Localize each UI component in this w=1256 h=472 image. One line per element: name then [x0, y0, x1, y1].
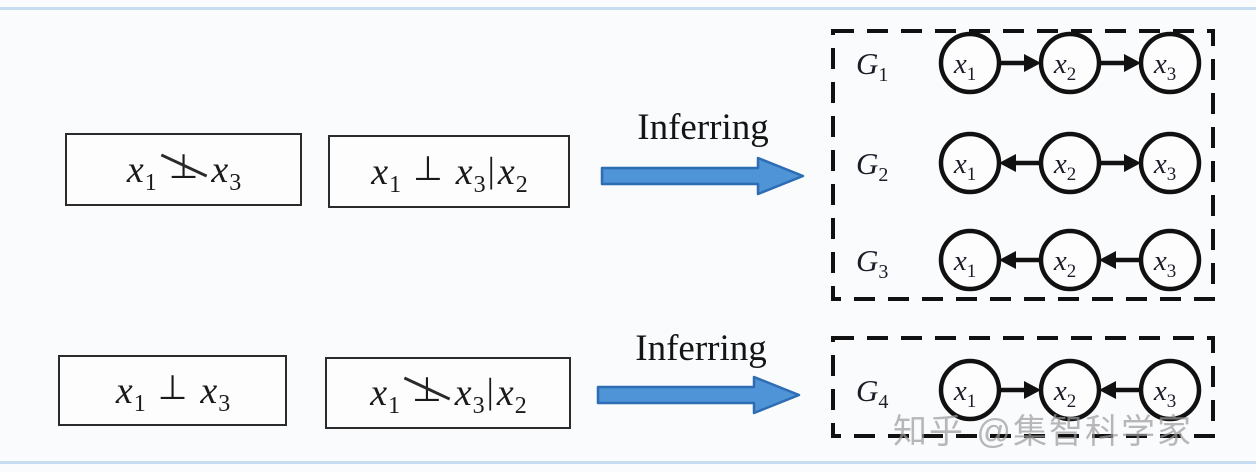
arrowhead-right-icon — [1124, 154, 1141, 172]
var-base: x — [200, 369, 218, 412]
graph-node-subscript: 1 — [967, 391, 977, 412]
independence-symbol: ⊥ — [403, 372, 451, 409]
graph-label-subscript: 1 — [878, 64, 888, 86]
perp-glyph: ⊥ — [157, 369, 188, 407]
var-base: x — [455, 150, 473, 193]
inferring-arrow-icon-bottom — [596, 375, 801, 415]
inferring-label-top: Inferring — [637, 107, 769, 148]
var-subscript: 1 — [389, 171, 402, 198]
graph-label: G4 — [856, 373, 888, 413]
graph-label: G3 — [856, 243, 888, 283]
graph-node-subscript: 3 — [1167, 164, 1177, 185]
graph-node-subscript: 2 — [1067, 164, 1077, 185]
math-var: x3 — [200, 369, 230, 416]
conditioning-bar: | — [487, 149, 495, 190]
var-base: x — [211, 148, 229, 191]
math-var: x3 — [454, 372, 485, 418]
var-base: x — [126, 148, 144, 191]
arrowhead-right-icon — [1124, 54, 1141, 72]
graph-label-subscript: 4 — [878, 391, 888, 413]
inferring-label-bottom: Inferring — [635, 328, 767, 369]
math-var: x1 — [126, 148, 157, 195]
top-accent-line — [0, 7, 1256, 10]
var-subscript: 2 — [514, 393, 527, 419]
math-var: x1 — [370, 372, 400, 418]
math-var: x1 — [371, 150, 401, 197]
independence-box-bottom-middle: x1 ⊥ x3 | x2 — [325, 357, 571, 429]
watermark: 知乎 @集智科学家 — [893, 413, 1193, 451]
graph-node-subscript: 2 — [1067, 391, 1077, 412]
graph-node — [1138, 228, 1202, 292]
graph-node-subscript: 3 — [1167, 64, 1177, 85]
arrowhead-left-icon — [1099, 381, 1116, 399]
graph-node-subscript: 2 — [1067, 64, 1077, 85]
independence-box-top-left: x1 ⊥ x3 — [65, 133, 302, 206]
var-base: x — [454, 372, 472, 414]
var-base: x — [497, 150, 515, 193]
dashed-border — [831, 29, 1215, 301]
independence-box-bottom-left: x1 ⊥ x3 — [58, 355, 287, 426]
conditioning-bar: | — [486, 371, 494, 411]
graph-node — [1138, 31, 1202, 95]
graph-node-subscript: 3 — [1167, 391, 1177, 412]
graph-node-subscript: 1 — [967, 261, 977, 282]
graph-label: G1 — [856, 46, 888, 86]
bottom-accent-line — [0, 461, 1256, 464]
var-subscript: 3 — [472, 393, 485, 419]
graph-node — [1138, 358, 1202, 422]
graph-node — [938, 131, 1002, 195]
independence-box-top-middle: x1 ⊥ x3 | x2 — [328, 135, 570, 208]
math-var: x1 — [115, 369, 146, 416]
graph-node — [1138, 131, 1202, 195]
math-var: x3 — [211, 148, 241, 195]
var-base: x — [496, 372, 514, 414]
var-subscript: 1 — [133, 390, 146, 417]
var-base: x — [115, 369, 133, 412]
graph-node — [1038, 131, 1102, 195]
independence-symbol: ⊥ — [160, 148, 207, 186]
graph-node-subscript: 1 — [967, 64, 977, 85]
var-subscript: 3 — [473, 171, 486, 198]
graph-node-subscript: 1 — [967, 164, 977, 185]
math-var: x2 — [496, 372, 527, 418]
var-subscript: 2 — [515, 171, 528, 198]
perp-glyph: ⊥ — [412, 372, 442, 409]
var-base: x — [371, 150, 389, 193]
graph-label: G2 — [856, 146, 888, 186]
perp-glyph: ⊥ — [168, 148, 199, 186]
var-subscript: 1 — [144, 169, 157, 196]
math-var: x3 — [455, 150, 486, 197]
graph-node — [1038, 358, 1102, 422]
graph-node — [1038, 228, 1102, 292]
graph-node-subscript: 2 — [1067, 261, 1077, 282]
graph-node-subscript: 3 — [1167, 261, 1177, 282]
graph-node — [1038, 31, 1102, 95]
arrowhead-right-icon — [1024, 54, 1041, 72]
var-base: x — [370, 372, 388, 414]
independence-symbol: ⊥ — [157, 369, 188, 407]
graph-node — [938, 228, 1002, 292]
var-subscript: 3 — [218, 390, 231, 417]
dashed-border — [831, 336, 1215, 438]
perp-glyph: ⊥ — [413, 150, 443, 188]
arrowhead-left-icon — [1099, 251, 1116, 269]
arrowhead-right-icon — [1024, 381, 1041, 399]
graph-label-subscript: 3 — [878, 261, 888, 283]
graph-label-subscript: 2 — [878, 164, 888, 186]
math-var: x2 — [497, 150, 528, 197]
graph-node — [938, 358, 1002, 422]
independence-symbol: ⊥ — [413, 150, 443, 188]
var-subscript: 3 — [229, 169, 242, 196]
var-subscript: 1 — [388, 393, 401, 419]
inferring-arrow-icon-top — [600, 156, 805, 196]
arrowhead-left-icon — [999, 154, 1016, 172]
graph-node — [938, 31, 1002, 95]
arrowhead-left-icon — [999, 251, 1016, 269]
